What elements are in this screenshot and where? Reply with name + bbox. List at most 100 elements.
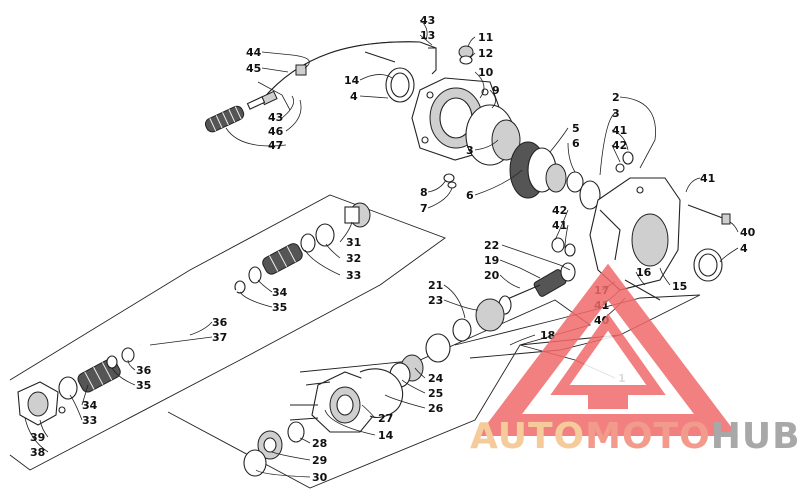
callout-3-lower: 3 (466, 144, 474, 157)
cover-bolt (364, 51, 396, 63)
bearing-29-inner (263, 437, 277, 453)
breather-hose-assembly (204, 41, 437, 133)
bearing-cup (491, 119, 521, 161)
plug-washer (459, 55, 473, 65)
callout-41-upper: 41 (612, 124, 627, 137)
triangle-bar (588, 395, 628, 409)
callout-34-upper: 34 (272, 286, 288, 299)
ring-33 (300, 233, 316, 253)
watermark-triangle-logo (477, 263, 739, 436)
callout-21: 21 (428, 279, 443, 292)
hose-clamp-upper (295, 64, 307, 76)
callout-43: 43 (268, 111, 283, 124)
housing-stud-nut (622, 151, 634, 165)
front-case-bolt-2 (289, 417, 319, 421)
housing-bolt-head (721, 213, 731, 225)
callout-19: 19 (484, 254, 499, 267)
callout-31: 31 (346, 236, 361, 249)
breather-boot (204, 105, 245, 133)
hose-highlight (261, 41, 421, 101)
callout-14-upper: 14 (344, 74, 360, 87)
callout-24: 24 (428, 372, 444, 385)
callout-13: 13 (420, 29, 435, 42)
ring-gear (509, 141, 567, 199)
pinion-bearing-cup (475, 298, 505, 332)
watermark-text: AUTOMOTOHUB (470, 416, 800, 457)
watermark-hub: HUB (711, 416, 800, 457)
callout-25: 25 (428, 387, 443, 400)
callout-41-right: 41 (700, 172, 715, 185)
snap-ring-28 (287, 421, 305, 443)
callout-10: 10 (478, 66, 494, 79)
front-case-gasket (359, 368, 404, 418)
callout-38: 38 (30, 446, 45, 459)
callout-35-upper: 35 (272, 301, 287, 314)
housing-stud-washer (615, 163, 625, 173)
vent-elbow (428, 47, 437, 75)
callout-7: 7 (420, 202, 428, 215)
ring-gear-hub (545, 163, 567, 193)
housing-bore (631, 213, 669, 267)
callout-4-upper: 4 (350, 90, 358, 103)
snap-ring-32 (315, 223, 335, 247)
callout-5: 5 (572, 122, 580, 135)
triangle-inner (550, 313, 666, 395)
front-case-inner (336, 394, 354, 416)
callout-33-upper: 33 (346, 269, 361, 282)
callout-34-lower: 34 (82, 399, 98, 412)
callout-30: 30 (312, 471, 328, 484)
cover-bolt-hole-4 (421, 136, 429, 144)
automotohub-watermark: AUTOMOTOHUB (470, 263, 800, 457)
callout-43-top: 43 (420, 14, 435, 27)
callout-47: 47 (268, 139, 283, 152)
housing-bolt-hole (636, 186, 644, 194)
callout-27: 27 (378, 412, 393, 425)
callout-29: 29 (312, 454, 327, 467)
callout-12: 12 (478, 47, 493, 60)
callout-39: 39 (30, 431, 45, 444)
front-case-bolt-3 (305, 381, 331, 386)
callout-33-lower: 33 (82, 414, 97, 427)
hub-washer (58, 406, 66, 414)
housing-bolt-right (687, 204, 729, 221)
shaft-coupler-body (344, 206, 360, 224)
pinion-bearing (560, 262, 576, 282)
pinion-washer (564, 243, 576, 257)
callout-35-lower: 35 (136, 379, 151, 392)
callout-44: 44 (246, 46, 262, 59)
callout-26: 26 (428, 402, 444, 415)
pinion-nut (551, 237, 565, 253)
callout-41-mid: 41 (552, 219, 567, 232)
leader-lines (24, 19, 739, 478)
callout-32: 32 (346, 252, 361, 265)
bearing-race (579, 180, 601, 210)
callout-6-upper: 6 (572, 137, 580, 150)
pinion-seal (425, 333, 451, 363)
pinion-assembly (504, 262, 576, 301)
housing-rib (599, 209, 621, 261)
watermark-moto: MOTO (585, 416, 711, 457)
front-case (311, 371, 379, 433)
drain-washer (447, 181, 457, 189)
boot-clamp-lower (121, 347, 135, 363)
callout-6-lower: 6 (466, 189, 474, 202)
callout-3-upper: 3 (612, 107, 620, 120)
pinion-spacer (452, 318, 472, 342)
callout-16: 16 (636, 266, 652, 279)
callout-42-mid: 42 (552, 204, 567, 217)
housing-bolt-lower (624, 279, 661, 301)
callout-8: 8 (420, 186, 428, 199)
drive-shaft-assembly (17, 202, 371, 426)
shaft-group-outline (9, 194, 446, 471)
watermark-auto: AUTO (470, 416, 585, 457)
callout-9: 9 (492, 84, 500, 97)
callout-40-right: 40 (740, 226, 756, 239)
callout-42-upper: 42 (612, 139, 627, 152)
cover-bolt-hole-1 (426, 91, 434, 99)
callout-46: 46 (268, 125, 284, 138)
axle-shaft-highlight (139, 289, 239, 346)
callout-4-right: 4 (740, 242, 748, 255)
callout-20: 20 (484, 269, 500, 282)
